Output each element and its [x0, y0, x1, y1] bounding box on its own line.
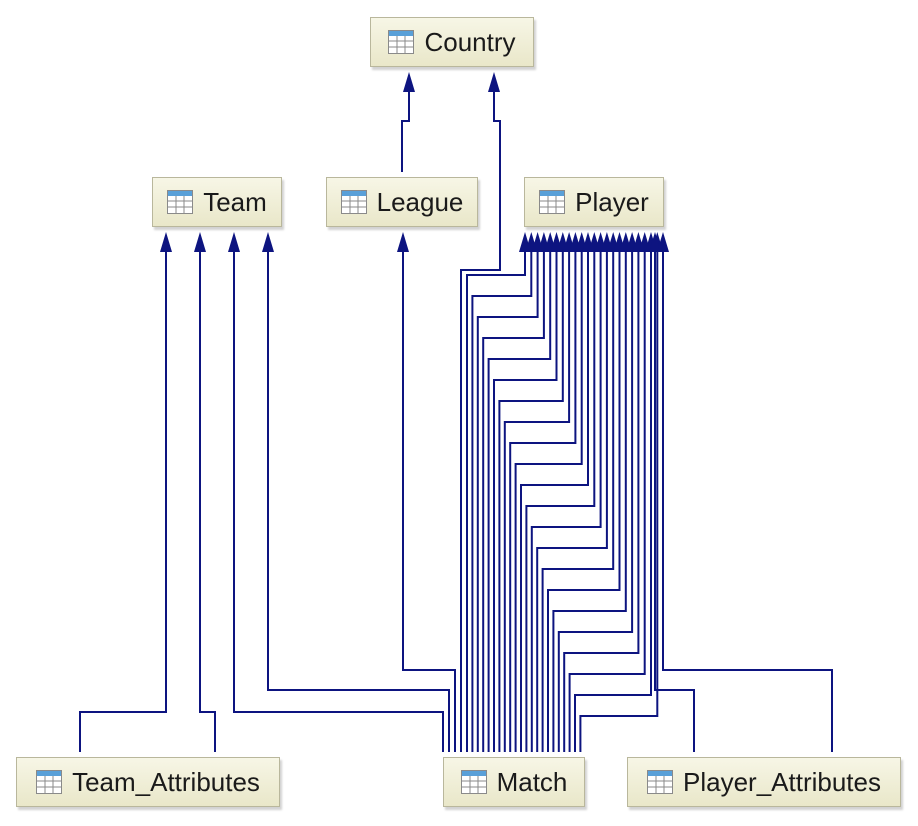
table-name: Player [575, 186, 649, 217]
edge-match-team [233, 252, 444, 752]
table-node-player[interactable]: Player [524, 177, 664, 227]
edge-match-player [579, 252, 659, 752]
edge-match-player [547, 252, 621, 752]
arrowhead-player [649, 232, 661, 252]
edge-match-player [498, 252, 564, 752]
edge-match-player [574, 252, 652, 752]
arrowhead-country [488, 72, 500, 92]
edge-match-player [514, 252, 583, 752]
edge-match-player [552, 252, 627, 752]
table-node-match[interactable]: Match [443, 757, 585, 807]
table-name: Team [203, 186, 267, 217]
table-icon [167, 190, 194, 214]
arrowhead-team [262, 232, 274, 252]
edge-match-player [568, 252, 646, 752]
arrowhead-team [228, 232, 240, 252]
edge-player-attributes-player [654, 252, 695, 752]
table-icon [340, 190, 367, 214]
edge-match-player [557, 252, 634, 752]
edge-player-attributes-player [662, 252, 833, 752]
edge-match-player [536, 252, 608, 752]
edge-league-country [401, 92, 410, 172]
edge-match-country [460, 92, 501, 752]
arrowhead-team [160, 232, 172, 252]
edge-match-player [509, 252, 577, 752]
table-name: League [376, 186, 464, 217]
edge-match-player [530, 252, 602, 752]
edge-match-player [563, 252, 640, 752]
table-name: Player_Attributes [683, 766, 881, 797]
table-name: Country [424, 26, 516, 57]
edge-match-player [525, 252, 596, 752]
edge-match-player [471, 252, 533, 752]
table-node-team[interactable]: Team [152, 177, 282, 227]
table-node-country[interactable]: Country [370, 17, 534, 67]
edge-match-player [482, 252, 545, 752]
arrowhead-country [403, 72, 415, 92]
edge-match-player [503, 252, 571, 752]
table-name: Team_Attributes [72, 766, 260, 797]
arrowhead-team [194, 232, 206, 252]
edge-team-attributes-team [199, 252, 216, 752]
edge-match-team [267, 252, 450, 752]
table-name: Match [496, 766, 568, 797]
edge-match-player [476, 252, 539, 752]
table-node-league[interactable]: League [326, 177, 478, 227]
table-icon [388, 30, 415, 54]
edge-match-player [487, 252, 552, 752]
table-node-team-attributes[interactable]: Team_Attributes [16, 757, 280, 807]
edge-match-player [493, 252, 558, 752]
table-icon [647, 770, 673, 794]
edge-match-league [402, 252, 456, 752]
arrowhead-league [397, 232, 409, 252]
table-icon [460, 770, 487, 794]
edge-match-player [520, 252, 589, 752]
table-icon [36, 770, 63, 794]
edge-match-player [541, 252, 615, 752]
table-node-player-attributes[interactable]: Player_Attributes [627, 757, 901, 807]
table-icon [539, 190, 566, 214]
arrowhead-player [657, 232, 669, 252]
edge-team-attributes-team [79, 252, 167, 752]
edge-match-player [466, 252, 526, 752]
